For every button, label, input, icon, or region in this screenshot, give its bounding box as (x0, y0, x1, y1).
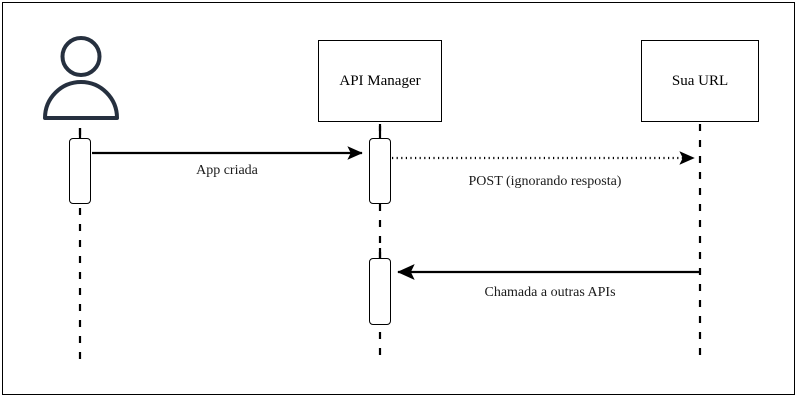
activation-bar-api-manager-1[interactable] (369, 138, 391, 204)
message-label-chamada: Chamada a outras APIs (484, 285, 616, 300)
message-label-app-criada: App criada (196, 163, 258, 178)
participant-box-sua-url[interactable]: Sua URL (641, 40, 759, 122)
participant-label-api-manager: API Manager (339, 72, 421, 89)
user-actor-icon (43, 36, 119, 120)
activation-bar-actor[interactable] (69, 138, 91, 204)
participant-box-api-manager[interactable]: API Manager (318, 40, 442, 122)
activation-bar-api-manager-2[interactable] (369, 258, 391, 325)
participant-label-sua-url: Sua URL (671, 72, 729, 89)
message-label-post: POST (ignorando resposta) (468, 174, 622, 189)
